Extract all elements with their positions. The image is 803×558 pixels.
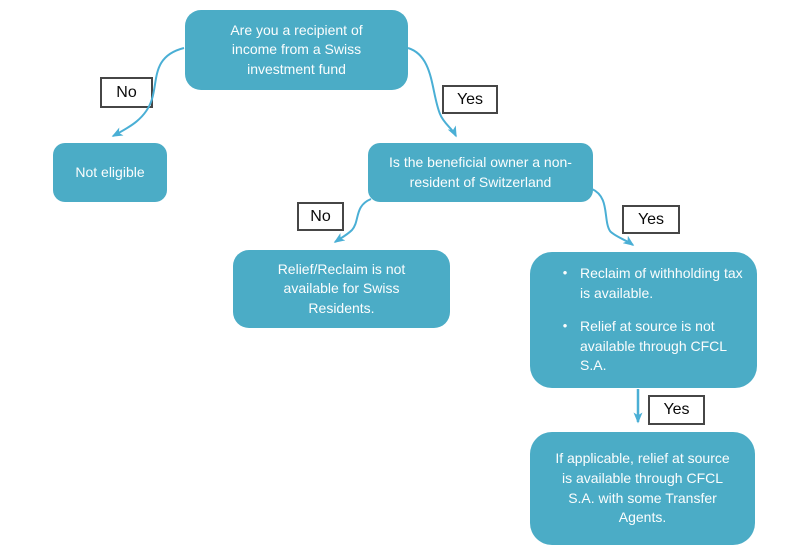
bullet-icon: • bbox=[562, 265, 568, 281]
node-not-eligible-text: Not eligible bbox=[75, 163, 145, 180]
list-item: • Reclaim of withholding tax is availabl… bbox=[550, 264, 743, 303]
edge-label-yes-2: Yes bbox=[622, 205, 680, 234]
bullet-text-reclaim: Reclaim of withholding tax is available. bbox=[580, 265, 743, 301]
edge-label-yes-3: Yes bbox=[648, 395, 705, 425]
edge-label-no-1: No bbox=[100, 77, 153, 108]
edge-label-yes-2-text: Yes bbox=[637, 210, 665, 228]
edge-label-yes-1-text: Yes bbox=[456, 90, 484, 108]
node-relief-at-source: If applicable, relief at source is avail… bbox=[530, 432, 755, 545]
edge-label-no-1-text: No bbox=[116, 83, 137, 101]
list-item: • Relief at source is not available thro… bbox=[550, 317, 743, 376]
node-question-beneficial-owner: Is the beneficial owner a non-resident o… bbox=[368, 143, 593, 202]
node-swiss-residents-text: Relief/Reclaim is not available for Swis… bbox=[277, 260, 406, 316]
node-swiss-residents: Relief/Reclaim is not available for Swis… bbox=[233, 250, 450, 328]
node-not-eligible: Not eligible bbox=[53, 143, 167, 202]
edge-label-yes-3-text: Yes bbox=[663, 401, 690, 418]
edge-label-yes-1: Yes bbox=[442, 85, 498, 114]
node-reclaim-available: • Reclaim of withholding tax is availabl… bbox=[530, 252, 757, 388]
bullet-icon: • bbox=[562, 318, 568, 334]
node-question-recipient-text: Are you a recipient of income from a Swi… bbox=[230, 21, 363, 77]
node-question-beneficial-owner-text: Is the beneficial owner a non-resident o… bbox=[389, 153, 572, 190]
edge-label-no-2: No bbox=[297, 202, 344, 231]
node-question-recipient: Are you a recipient of income from a Swi… bbox=[185, 10, 408, 90]
bullet-text-relief: Relief at source is not available throug… bbox=[580, 318, 727, 374]
edge-label-no-2-text: No bbox=[310, 207, 331, 225]
node-relief-at-source-text: If applicable, relief at source is avail… bbox=[555, 450, 730, 526]
